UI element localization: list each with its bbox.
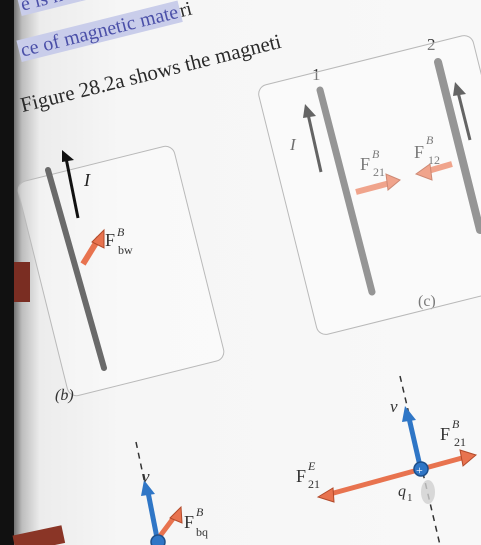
velocity-arrow-e bbox=[145, 491, 160, 539]
force-label-12: F bbox=[414, 142, 424, 162]
velocity-label-d: v bbox=[390, 397, 398, 416]
force-label-fe-d: F bbox=[296, 466, 306, 486]
caption-b: (b) bbox=[55, 387, 74, 404]
current-arrow-1 bbox=[306, 113, 323, 173]
caption-c: (c) bbox=[418, 293, 436, 310]
force-label-e: F bbox=[184, 512, 194, 532]
force-label-b: F bbox=[105, 230, 115, 250]
current-arrow-b bbox=[64, 157, 80, 219]
force-sub-e: bq bbox=[196, 525, 208, 539]
wire-1 bbox=[316, 86, 376, 296]
force-arrowhead-fb-d bbox=[459, 449, 478, 467]
force-arrowhead-e bbox=[169, 505, 183, 524]
force-sup-21: B bbox=[372, 147, 380, 161]
wire-b bbox=[45, 167, 107, 371]
current-arrowhead-1 bbox=[303, 104, 316, 118]
force-arrowhead-fe-d bbox=[316, 487, 335, 503]
force-arrowhead-12 bbox=[414, 163, 433, 181]
magnet-block-top bbox=[14, 262, 30, 302]
current-arrowhead-b bbox=[62, 150, 74, 162]
force-sub-fe-d: 21 bbox=[308, 477, 320, 491]
wire-2 bbox=[434, 58, 481, 234]
force-arrow-12 bbox=[427, 161, 453, 174]
velocity-arrow-d bbox=[406, 417, 423, 467]
charge-sub-d: 1 bbox=[407, 492, 413, 504]
current-arrow-2 bbox=[456, 91, 472, 141]
force-sup-12: B bbox=[426, 133, 434, 147]
velocity-label-e: v bbox=[142, 467, 150, 486]
force-sub-fb-d: 21 bbox=[454, 435, 466, 449]
plus-sign-d: + bbox=[416, 463, 423, 477]
dashed-axis-d bbox=[399, 375, 441, 545]
force-label-fb-d: F bbox=[440, 424, 450, 444]
force-line-d bbox=[329, 455, 463, 497]
force-arrowhead-b bbox=[91, 228, 105, 249]
force-arrow-21 bbox=[355, 180, 391, 195]
magnet-block-bottom bbox=[12, 525, 66, 545]
page-gutter-shadow bbox=[0, 0, 14, 545]
force-sub-21: 21 bbox=[373, 165, 385, 179]
force-sub-12: 12 bbox=[428, 153, 440, 167]
force-sup-fb-d: B bbox=[452, 417, 460, 431]
force-sup-e: B bbox=[196, 505, 204, 519]
force-label-21: F bbox=[360, 154, 370, 174]
velocity-arrowhead-d bbox=[402, 406, 416, 422]
current-label-c: I bbox=[289, 135, 297, 154]
charge-e bbox=[150, 534, 166, 545]
charge-label-d: q bbox=[398, 483, 406, 500]
current-arrowhead-2 bbox=[453, 82, 466, 96]
force-arrowhead-21 bbox=[385, 173, 401, 191]
wire-2-label: 2 bbox=[427, 35, 436, 54]
force-sup-b: B bbox=[117, 225, 125, 239]
charge-blur bbox=[421, 480, 435, 504]
charge-q1 bbox=[413, 461, 429, 477]
current-label-b: I bbox=[83, 170, 91, 190]
force-sub-b: bw bbox=[118, 243, 133, 257]
wire-1-label: 1 bbox=[312, 65, 321, 84]
force-sup-fe-d: E bbox=[307, 459, 316, 473]
velocity-arrowhead-e bbox=[141, 480, 155, 496]
